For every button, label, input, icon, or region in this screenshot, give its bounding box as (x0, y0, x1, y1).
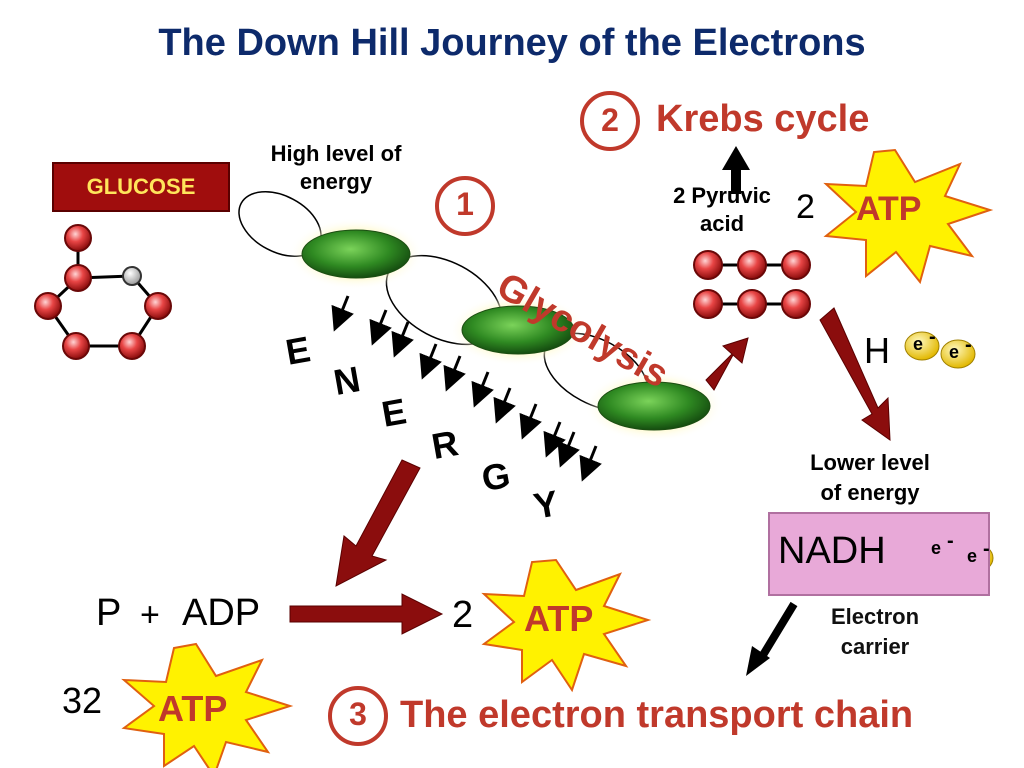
step-number-3: 3 (349, 696, 367, 732)
nadh-box (768, 512, 990, 596)
hydrogen-label: H (864, 330, 890, 371)
arrow-adp-to-atp (289, 593, 444, 635)
arrow-to-adp (335, 459, 421, 587)
step-number-2: 2 (601, 102, 619, 138)
krebs-cycle-label: Krebs cycle (656, 98, 870, 140)
electron-label: e (913, 334, 924, 354)
phosphate-label: P (96, 592, 122, 634)
nadh-label: NADH (778, 530, 886, 572)
glucose-molecule-icon (34, 224, 172, 360)
glycolysis-atp-count: 2 (452, 594, 474, 636)
arrow-to-pyruvic (705, 337, 749, 391)
low-energy-line-1: Lower level (810, 450, 930, 475)
high-energy-label: High level of energy (236, 140, 436, 196)
electron-charge: - (947, 530, 954, 552)
energy-release-arrows (331, 295, 602, 482)
etc-label: The electron transport chain (400, 694, 914, 736)
energy-leaf-icon (448, 294, 588, 366)
carrier-line-1: Electron (830, 604, 920, 629)
electron-label: e (967, 546, 978, 566)
pyruvic-acid-icon (693, 250, 811, 319)
glycolysis-atp-label: ATP (524, 598, 594, 639)
atp-burst-glycolysis (481, 558, 652, 693)
arrow-to-nadh (819, 307, 891, 442)
energy-leaf-icon (288, 218, 424, 290)
pyruvic-line-2: acid (699, 211, 745, 236)
atp-burst-etc (121, 642, 294, 768)
step-circle-2 (580, 91, 640, 151)
pyruvic-line-1: 2 Pyruvic (673, 183, 771, 208)
electron-icon (904, 331, 940, 361)
glucose-label: GLUCOSE (52, 162, 230, 212)
plus-sign: + (140, 596, 160, 634)
step-circle-3 (328, 686, 388, 746)
arrow-to-etc (746, 601, 798, 676)
electron-label: e (931, 538, 942, 558)
low-energy-line-2: of energy (820, 480, 920, 505)
etc-atp-label: ATP (158, 688, 228, 729)
page-title: The Down Hill Journey of the Electrons (158, 22, 866, 64)
electron-icon (940, 339, 976, 369)
arrow-up-icon (722, 146, 750, 194)
electron-charge: - (965, 334, 972, 356)
carrier-line-2: carrier (840, 634, 910, 659)
adp-label: ADP (182, 592, 261, 634)
krebs-atp-label: ATP (856, 190, 922, 228)
etc-atp-count: 32 (62, 680, 103, 721)
high-energy-line-2: energy (299, 169, 373, 194)
electron-label: e (949, 342, 960, 362)
electron-carrier-label: Electron carrier (790, 602, 960, 662)
atp-burst-krebs (823, 148, 994, 285)
krebs-atp-count: 2 (796, 188, 815, 226)
energy-leaf-icon (584, 370, 724, 442)
step-circle-1 (435, 176, 495, 236)
low-energy-label: Lower level of energy (770, 448, 970, 508)
step-number-1: 1 (456, 186, 474, 222)
electron-charge: - (929, 326, 936, 348)
electron-charge: - (983, 538, 990, 560)
pyruvic-acid-label: 2 Pyruvic acid (652, 182, 792, 238)
high-energy-line-1: High level of (270, 141, 402, 166)
